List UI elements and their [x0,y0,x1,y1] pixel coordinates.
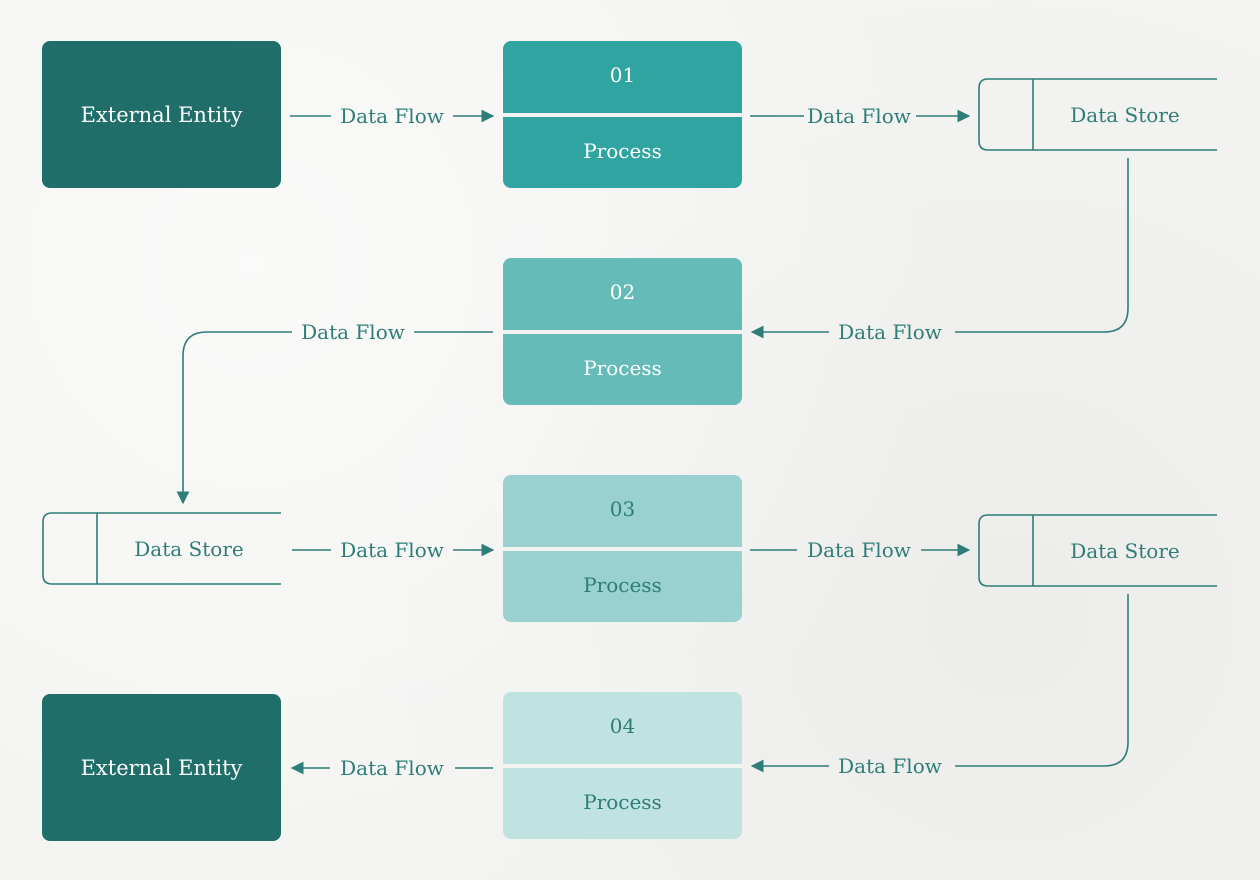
external-entity-label: External Entity [80,755,243,780]
process-04[interactable]: 04 Process [503,692,742,839]
process-divider [503,113,742,117]
process-02[interactable]: 02 Process [503,258,742,405]
data-store-shape [978,78,1217,151]
data-flow-label: Data Flow [340,756,444,780]
data-flow-label: Data Flow [301,320,405,344]
process-number: 01 [609,63,636,87]
data-flow-label: Data Flow [340,538,444,562]
process-01[interactable]: 01 Process [503,41,742,188]
process-label: Process [583,573,662,597]
process-label: Process [583,139,662,163]
process-number: 04 [609,714,636,738]
process-divider [503,764,742,768]
data-flow-label: Data Flow [807,104,911,128]
process-label: Process [583,790,662,814]
data-store-shape [978,514,1217,587]
data-flow-label: Data Flow [838,754,942,778]
external-entity-top[interactable]: External Entity [42,41,281,188]
flow-connector [176,331,292,505]
process-number: 02 [609,280,636,304]
data-flow-label: Data Flow [838,320,942,344]
process-number: 03 [609,497,636,521]
process-divider [503,547,742,551]
data-store-top-right[interactable]: Data Store [1070,103,1180,127]
data-store-bottom-right[interactable]: Data Store [1070,539,1180,563]
data-store-shape [42,512,281,585]
flow-connector [955,158,1129,333]
process-03[interactable]: 03 Process [503,475,742,622]
data-flow-label: Data Flow [807,538,911,562]
flow-connector [955,594,1129,767]
external-entity-bottom[interactable]: External Entity [42,694,281,841]
external-entity-label: External Entity [80,102,243,127]
data-store-left[interactable]: Data Store [134,537,244,561]
process-divider [503,330,742,334]
process-label: Process [583,356,662,380]
data-flow-label: Data Flow [340,104,444,128]
